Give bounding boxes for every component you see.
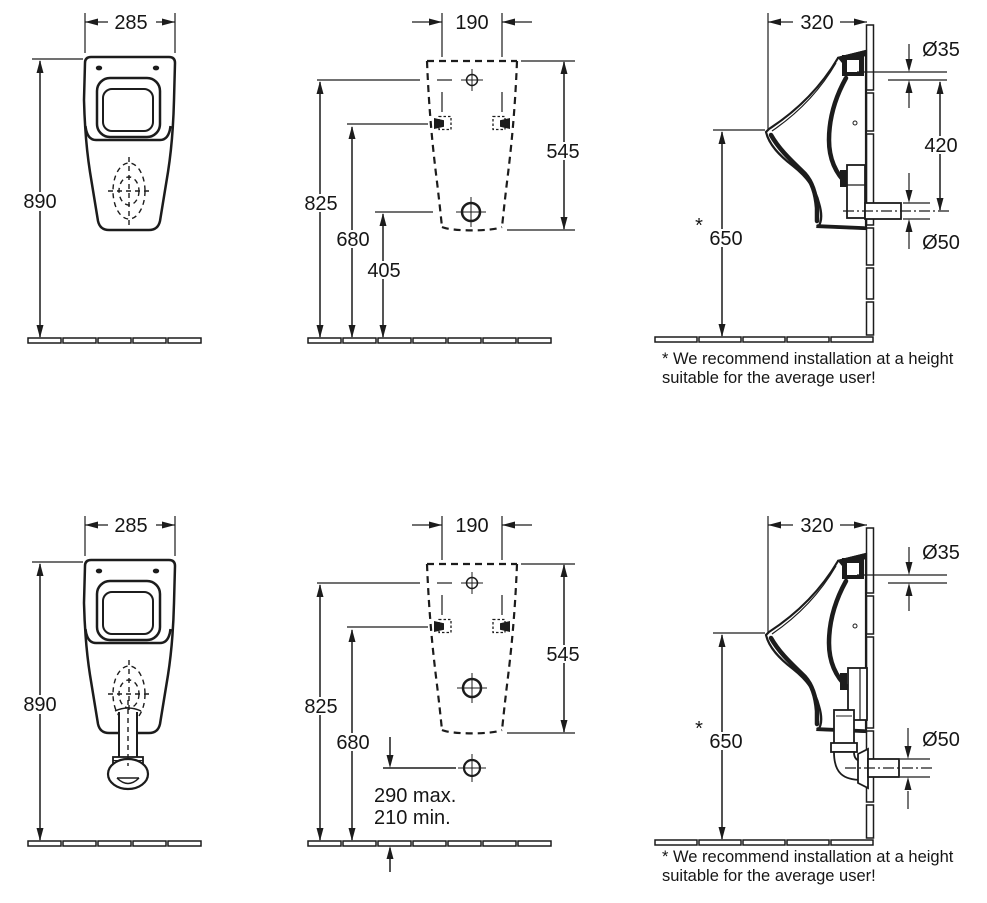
front-view-geometry [26, 11, 203, 345]
label-backing [542, 142, 584, 160]
dim-545-label: 545 [546, 644, 579, 666]
footnote-marker: * [695, 215, 703, 237]
footnote-marker: * [695, 718, 703, 740]
label-backing [793, 14, 840, 30]
footnote-bottom: * We recommend installation at a height … [662, 848, 954, 885]
dim-outlet-height-geometry [386, 737, 394, 872]
label-backing [332, 230, 375, 248]
wall-outlet-marker [383, 754, 486, 782]
footnote-line2: suitable for the average user! [662, 369, 876, 387]
wall-escutcheon [857, 747, 869, 790]
concealed-outlet-assembly [840, 164, 952, 220]
dim-inlet-diameter-label: Ø35 [922, 542, 960, 564]
side-view-top: 320 Ø35 420 Ø50 * 650 * We recommend ins… [655, 12, 963, 387]
label-backing [918, 136, 963, 154]
label-backing [108, 516, 156, 533]
label-backing [793, 517, 840, 533]
dim-outlet-diameter-geometry [900, 728, 930, 809]
front-view-top: 285 890 [19, 11, 203, 345]
footnote-line2: suitable for the average user! [662, 867, 876, 885]
exposed-trap-assembly [830, 667, 935, 790]
footnote-line1: * We recommend installation at a height [662, 848, 954, 866]
label-backing [703, 732, 748, 750]
dim-width-label: 190 [455, 12, 488, 34]
label-backing [332, 733, 375, 751]
dim-680-label: 680 [336, 732, 369, 754]
side-view-geometry [655, 13, 947, 342]
label-backing [300, 697, 342, 715]
label-backing [542, 645, 584, 663]
side-view-bottom: 320 Ø35 Ø50 * 650 * We recommend install… [655, 515, 960, 885]
dim-install-height-label: 650 [709, 731, 742, 753]
mounting-template-view-top: 190 545 825 680 405 [300, 11, 584, 345]
dim-depth-label: 320 [800, 515, 833, 537]
dim-install-height-label: 650 [709, 228, 742, 250]
template-geometry [306, 11, 577, 345]
label-backing [19, 695, 62, 714]
label-backing [362, 261, 405, 279]
dim-405-label: 405 [367, 260, 400, 282]
front-view-geometry [26, 514, 203, 848]
dim-depth-label: 320 [800, 12, 833, 34]
dim-680-label: 680 [336, 229, 369, 251]
drain-hole-marker [457, 673, 487, 703]
dim-outlet-min-label: 210 min. [374, 807, 451, 829]
dim-height-label: 890 [23, 191, 56, 213]
dim-width-label: 285 [114, 12, 147, 34]
dim-outlet-diameter-geometry [903, 173, 930, 249]
label-backing [19, 192, 62, 211]
dim-inlet-diameter-label: Ø35 [922, 39, 960, 61]
dim-825-label: 825 [304, 696, 337, 718]
footnote-top: * We recommend installation at a height … [662, 350, 954, 387]
label-backing [300, 194, 342, 212]
dim-width-label: 190 [455, 515, 488, 537]
front-view-bottom: 285 890 [19, 514, 203, 848]
dim-outlet-diameter-label: Ø50 [922, 232, 960, 254]
label-backing [703, 229, 748, 247]
dim-420-label: 420 [924, 135, 957, 157]
side-view-geometry [655, 516, 947, 845]
dim-outlet-max-label: 290 max. [374, 785, 456, 807]
dim-545-label: 545 [546, 141, 579, 163]
mounting-template-view-bottom: 190 545 825 680 290 max. 210 min. [300, 514, 584, 872]
dim-825-label: 825 [304, 193, 337, 215]
siphon-assembly [106, 700, 150, 791]
outlet-marker [456, 197, 486, 227]
label-backing [108, 13, 156, 30]
dim-outlet-diameter-label: Ø50 [922, 729, 960, 751]
dim-width-label: 285 [114, 515, 147, 537]
footnote-line1: * We recommend installation at a height [662, 350, 954, 368]
dim-height-label: 890 [23, 694, 56, 716]
